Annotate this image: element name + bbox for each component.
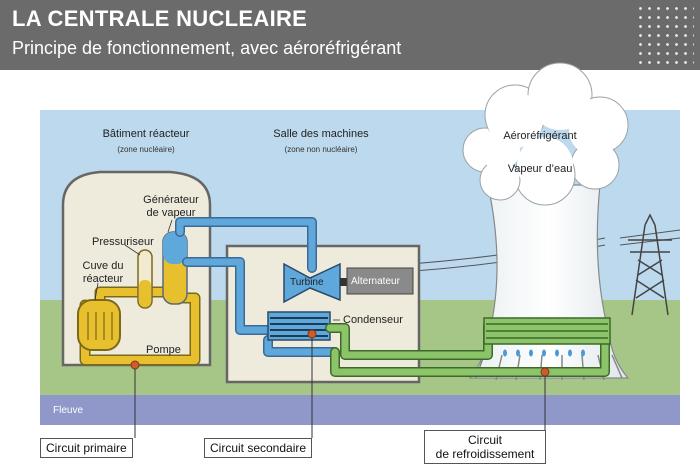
pylon-icon — [628, 213, 672, 316]
reactor-building-label: Bâtiment réacteur — [102, 128, 190, 140]
secondary-circuit — [175, 217, 340, 357]
machine-room-zone-label: (zone non nucléaire) — [284, 145, 358, 154]
steam-generator-label-line2: de vapeur — [146, 207, 196, 219]
reactor-vessel-label-line2: réacteur — [82, 273, 124, 285]
reactor-building-zone-label: (zone nucléaire) — [117, 145, 175, 154]
secondary-pump-icon — [307, 329, 317, 339]
pressurizer-label: Pressuriseur — [92, 236, 154, 248]
turbine-icon — [283, 262, 341, 304]
page-title: LA CENTRALE NUCLEAIRE — [12, 6, 308, 31]
river-label: Fleuve — [53, 405, 84, 416]
water-droplets — [503, 349, 585, 357]
legend-leaders — [134, 338, 546, 438]
dot-pattern-decoration — [636, 4, 694, 66]
water-vapor-label: Vapeur d’eau — [507, 163, 573, 175]
alternator — [346, 267, 414, 295]
alternator-label: Alternateur — [351, 276, 400, 287]
steam-generator-label-line1: Générateur — [143, 194, 199, 206]
legend-cooling-line2: de refroidissement — [435, 447, 535, 461]
pump-label: Pompe — [146, 344, 181, 356]
cooling-pump-icon — [540, 367, 550, 377]
legend-cooling-circuit: Circuit de refroidissement — [424, 430, 546, 464]
legend-primary-circuit: Circuit primaire — [40, 438, 133, 458]
machine-room-label: Salle des machines — [273, 128, 369, 140]
river — [40, 395, 680, 425]
legend-secondary-circuit: Circuit secondaire — [204, 438, 313, 458]
header-banner: LA CENTRALE NUCLEAIRE Principe de foncti… — [0, 0, 700, 70]
turbine-label: Turbine — [290, 277, 324, 288]
pump-icon — [130, 360, 140, 370]
legend-cooling-line1: Circuit — [467, 433, 502, 447]
reactor-vessel-label-line1: Cuve du — [82, 260, 124, 272]
cooling-tower-label: Aéroréfrigérant — [503, 130, 577, 142]
page-subtitle: Principe de fonctionnement, avec aéroréf… — [12, 38, 402, 58]
condenser-label: Condenseur — [343, 314, 403, 326]
reactor-vessel — [77, 299, 121, 351]
